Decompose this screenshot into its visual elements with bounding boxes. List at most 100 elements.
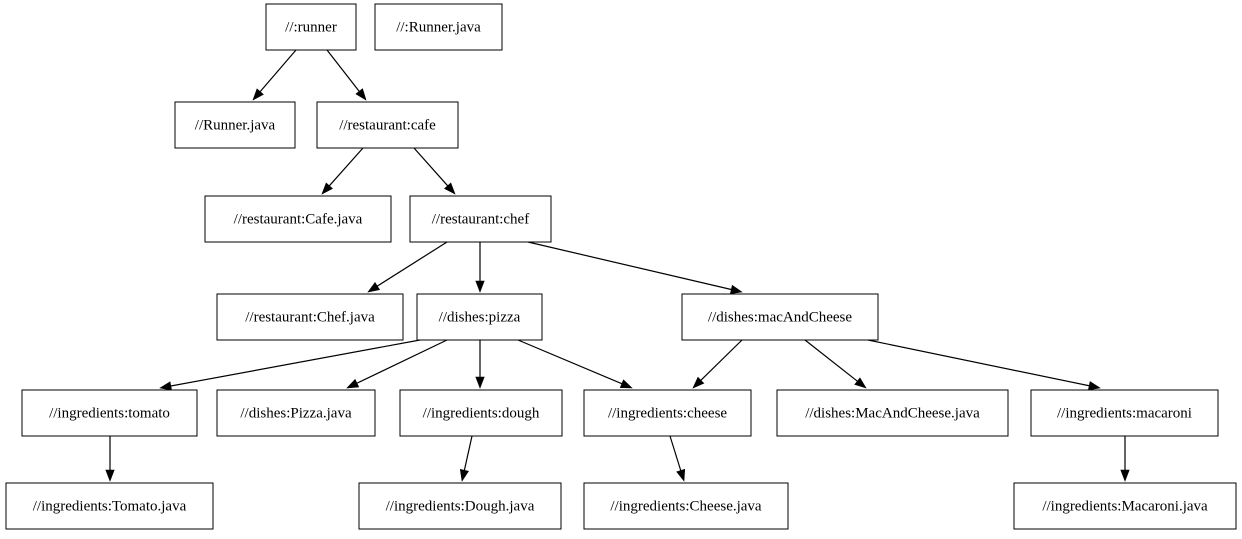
graph-node-runner_java_root[interactable]: //:Runner.java [374,3,503,51]
arrowhead-icon [367,282,381,293]
node-label: //ingredients:tomato [49,405,170,421]
arrowhead-icon [676,468,686,482]
node-label: //dishes:pizza [439,309,521,325]
node-box[interactable] [583,482,789,530]
node-box[interactable] [399,389,563,437]
edges-layer [105,49,1130,482]
arrowhead-icon [854,377,867,389]
arrowhead-icon [444,182,456,195]
node-box[interactable] [216,293,404,341]
graph-node-mac_java[interactable]: //dishes:MacAndCheese.java [776,389,1009,437]
node-label: //:Runner.java [396,19,481,35]
node-label: //ingredients:Cheese.java [610,498,762,514]
node-box[interactable] [174,101,296,149]
node-label: //ingredients:Dough.java [386,498,535,514]
graph-node-ing_tomato[interactable]: //ingredients:tomato [21,389,198,437]
graph-node-ing_cheese[interactable]: //ingredients:cheese [583,389,752,437]
arrowhead-icon [1087,381,1101,391]
arrowhead-icon [1120,469,1130,482]
edge-ing_tomato-to-tomato_java [105,436,115,482]
graph-node-dishes_mac[interactable]: //dishes:macAndCheese [681,293,879,341]
graph-node-chef_java[interactable]: //restaurant:Chef.java [216,293,404,341]
node-box[interactable] [358,482,562,530]
arrowhead-icon [159,381,172,391]
node-box[interactable] [416,293,543,341]
arrowhead-icon [619,379,633,389]
node-box[interactable] [204,195,392,243]
graph-node-pizza_java[interactable]: //dishes:Pizza.java [216,389,376,437]
edge-line [517,339,623,385]
graph-node-cheese_java[interactable]: //ingredients:Cheese.java [583,482,789,530]
node-box[interactable] [583,389,752,437]
graph-node-restaurant_cafe[interactable]: //restaurant:cafe [316,101,459,149]
graph-node-dough_java[interactable]: //ingredients:Dough.java [358,482,562,530]
arrowhead-icon [459,468,469,482]
node-label: //dishes:Pizza.java [240,405,352,421]
node-box[interactable] [681,293,879,341]
node-box[interactable] [776,389,1009,437]
arrowhead-icon [692,376,705,389]
node-label: //ingredients:macaroni [1057,405,1192,421]
graph-node-tomato_java[interactable]: //ingredients:Tomato.java [5,482,214,530]
edge-line [413,147,449,187]
edge-line [669,435,682,471]
node-box[interactable] [409,195,552,243]
node-label: //ingredients:Macaroni.java [1042,498,1208,514]
edge-dishes_mac-to-ing_cheese [692,339,743,389]
node-label: //ingredients:Tomato.java [33,498,187,514]
graph-node-dishes_pizza[interactable]: //dishes:pizza [416,293,543,341]
node-label: //ingredients:cheese [608,405,727,421]
edge-restaurant_cafe-to-restaurant_chef [413,147,456,195]
edge-restaurant_chef-to-dishes_mac [527,241,743,294]
edge-ing_cheese-to-cheese_java [669,435,686,482]
graph-node-ing_macaroni[interactable]: //ingredients:macaroni [1030,389,1219,437]
edge-line [170,339,421,387]
edge-line [356,339,448,384]
node-box[interactable] [265,3,357,51]
edge-dishes_mac-to-mac_java [804,339,867,389]
arrowhead-icon [105,469,115,482]
edge-ing_macaroni-to-macaroni_java [1120,436,1130,482]
edge-restaurant_cafe-to-cafe_java [321,147,364,195]
edge-line [328,147,364,187]
node-label: //Runner.java [195,117,276,133]
node-box[interactable] [21,389,198,437]
node-box[interactable] [374,3,503,51]
arrowhead-icon [252,88,264,101]
edge-dishes_pizza-to-pizza_java [346,339,448,389]
node-label: //:runner [285,19,337,35]
node-label: //restaurant:Cafe.java [234,211,363,227]
graph-node-restaurant_chef[interactable]: //restaurant:chef [409,195,552,243]
node-box[interactable] [316,101,459,149]
edge-runner-to-restaurant_cafe [326,49,367,101]
edge-line [867,339,1090,387]
edge-line [376,241,448,287]
graph-node-ing_dough[interactable]: //ingredients:dough [399,389,563,437]
edge-dishes_pizza-to-ing_tomato [159,339,421,391]
node-label: //dishes:macAndCheese [708,309,852,325]
graph-node-macaroni_java[interactable]: //ingredients:Macaroni.java [1013,482,1237,530]
graph-node-runner_java[interactable]: //Runner.java [174,101,296,149]
edge-dishes_pizza-to-ing_dough [475,340,485,389]
edge-restaurant_chef-to-chef_java [367,241,448,293]
edge-line [259,49,297,93]
node-box[interactable] [5,482,214,530]
edge-line [326,49,360,92]
arrowhead-icon [729,284,743,294]
arrowhead-icon [355,88,367,101]
node-box[interactable] [1013,482,1237,530]
arrowhead-icon [475,280,485,293]
graph-node-cafe_java[interactable]: //restaurant:Cafe.java [204,195,392,243]
arrowhead-icon [321,182,333,195]
edge-runner-to-runner_java [252,49,297,101]
node-label: //restaurant:Chef.java [245,309,375,325]
node-box[interactable] [1030,389,1219,437]
edge-restaurant_chef-to-dishes_pizza [475,242,485,293]
node-label: //restaurant:cafe [339,117,436,133]
edge-line [700,339,743,381]
node-box[interactable] [216,389,376,437]
edge-line [527,241,732,291]
graph-node-runner[interactable]: //:runner [265,3,357,51]
nodes-layer: //:runner //:Runner.java //Runner.java //re… [5,3,1237,530]
arrowhead-icon [475,376,485,389]
